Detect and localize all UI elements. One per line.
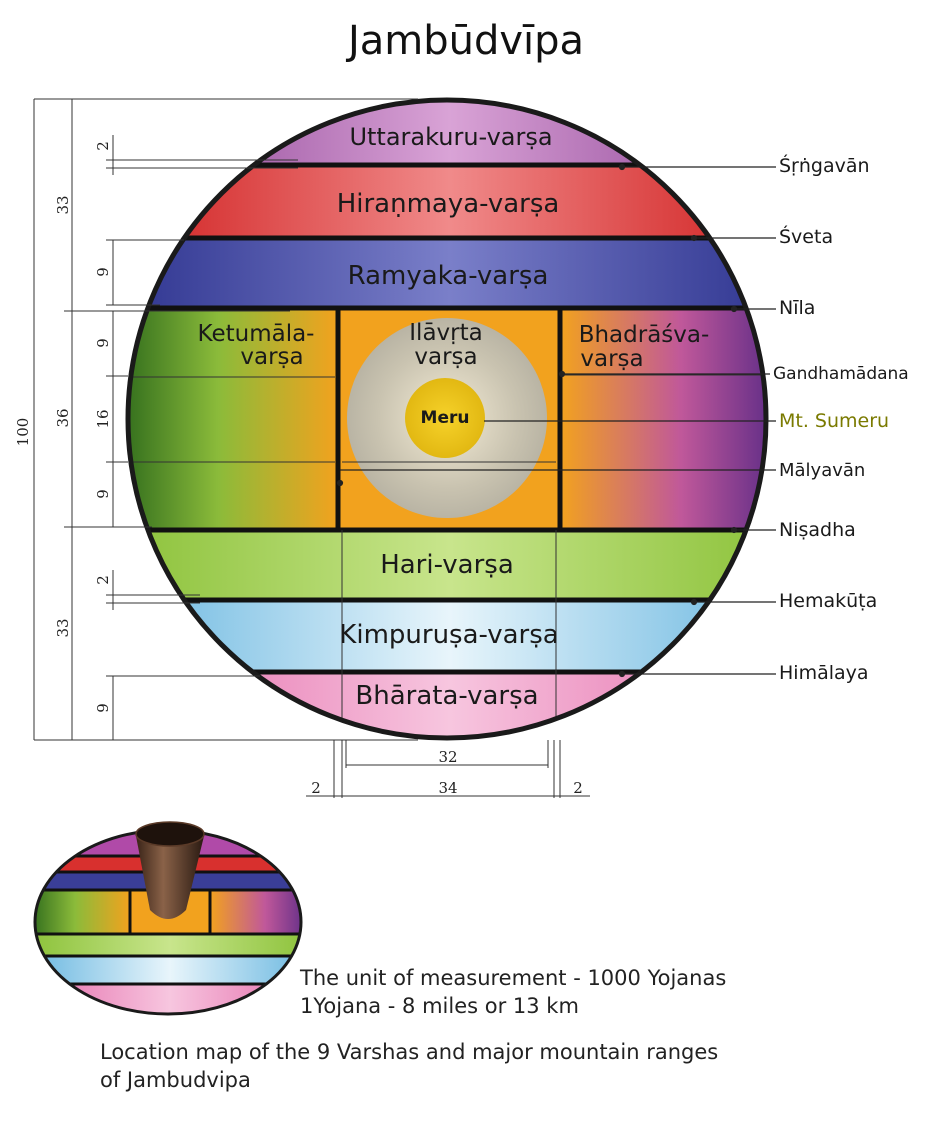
diagram-title: Jambūdvīpa — [347, 18, 585, 64]
label-ketumala-2: varṣa — [240, 344, 303, 370]
dim-m-top: 9 — [94, 338, 112, 348]
label-ilavrta-2: varṣa — [414, 344, 477, 370]
dim-south: 33 — [54, 618, 72, 637]
location-caption-line2: of Jambudvipa — [100, 1068, 251, 1092]
label-malyavan: Mālyavān — [779, 460, 865, 481]
unit-caption-line2: 1Yojana - 8 miles or 13 km — [300, 994, 579, 1018]
dim-m-center: 16 — [94, 409, 112, 428]
dim-north: 33 — [54, 195, 72, 214]
band-ketumala — [128, 308, 338, 530]
label-bhadrasva-1: Bhadrāśva- — [579, 322, 710, 348]
band-hari — [128, 530, 766, 600]
dim-ilavrta-inner: 32 — [438, 748, 457, 766]
label-sumeru: Mt. Sumeru — [779, 410, 889, 432]
dim-n-varsa: 9 — [94, 267, 112, 277]
dim-n-mount: 2 — [94, 141, 112, 151]
meru-cylinder — [136, 836, 204, 919]
dim-s-mount: 2 — [94, 575, 112, 585]
unit-caption-line1: The unit of measurement - 1000 Yojanas — [300, 966, 727, 990]
dim-left-mount: 2 — [311, 779, 321, 797]
dim-ilavrta-outer: 34 — [438, 779, 457, 797]
meru-circle — [405, 378, 485, 458]
label-bhadrasva-2: varṣa — [580, 346, 643, 372]
label-uttarakuru: Uttarakuru-varṣa — [349, 123, 552, 151]
label-hemakuta: Hemakūṭa — [779, 590, 877, 612]
dim-right-mount: 2 — [573, 779, 583, 797]
label-gandhamadana: Gandhamādana — [773, 364, 909, 384]
label-srngavan: Śṛṅgavān — [779, 153, 870, 177]
dim-total: 100 — [14, 418, 32, 447]
band-bhadrasva — [560, 308, 766, 530]
label-meru: Meru — [421, 408, 470, 428]
dim-middle: 36 — [54, 408, 72, 427]
dim-m-bottom: 9 — [94, 489, 112, 499]
label-nila: Nīla — [779, 297, 815, 319]
label-bharata: Bhārata-varṣa — [355, 681, 538, 711]
label-sveta: Śveta — [779, 224, 833, 248]
label-hari: Hari-varṣa — [380, 550, 514, 580]
label-nisadha: Niṣadha — [779, 519, 856, 541]
location-caption-line1: Location map of the 9 Varshas and major … — [100, 1040, 719, 1064]
label-ilavrta-1: Ilāvṛta — [409, 320, 482, 346]
label-kimpurusa: Kimpuruṣa-varṣa — [339, 620, 558, 650]
label-ramyaka: Ramyaka-varṣa — [348, 261, 549, 291]
band-ramyaka — [128, 238, 766, 308]
label-hiranmaya: Hiraṇmaya-varṣa — [337, 189, 560, 219]
dim-s-varsa: 9 — [94, 703, 112, 713]
label-himalaya: Himālaya — [779, 662, 869, 684]
label-ketumala-1: Ketumāla- — [198, 321, 315, 347]
map-outline — [125, 97, 769, 741]
perspective-illustration — [33, 821, 303, 1016]
